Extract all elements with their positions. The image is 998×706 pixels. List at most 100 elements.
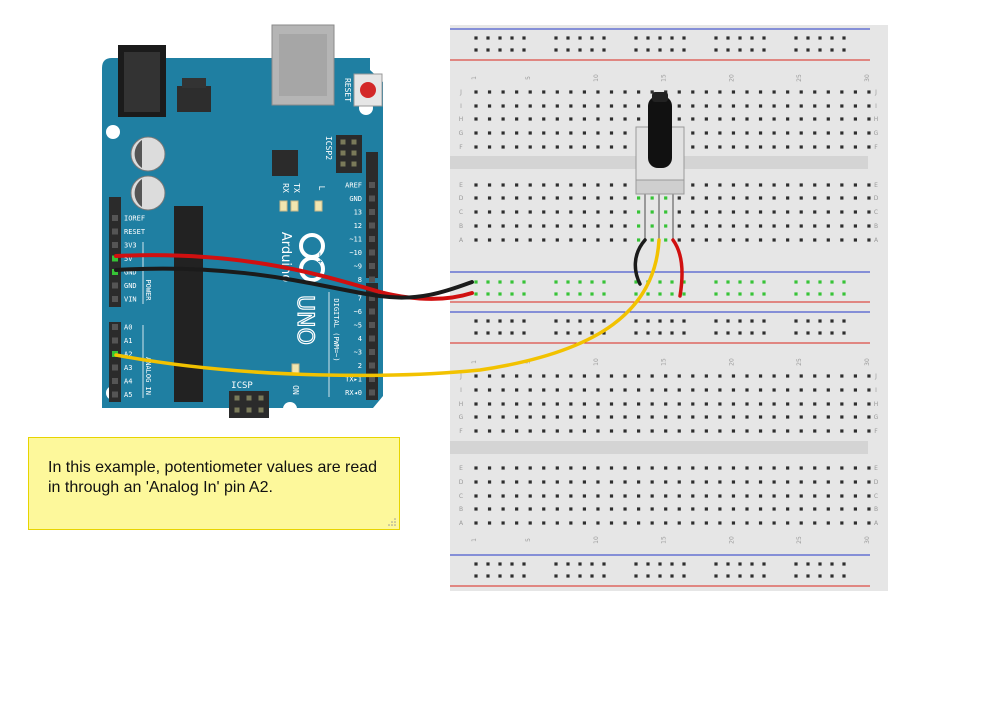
rail-hole[interactable] [682,562,686,566]
breadboard-hole[interactable] [677,521,681,525]
rail-hole[interactable] [818,36,822,40]
breadboard-hole[interactable] [691,183,695,187]
rail-hole[interactable] [522,36,526,40]
rail-hole[interactable] [726,574,730,578]
breadboard-hole[interactable] [650,521,654,525]
breadboard-hole[interactable] [623,196,627,200]
breadboard-hole[interactable] [569,374,573,378]
breadboard-hole[interactable] [758,131,763,135]
breadboard-hole[interactable] [596,104,600,108]
rail-hole[interactable] [670,292,674,296]
rail-hole[interactable] [750,562,754,566]
breadboard-hole[interactable] [623,402,627,406]
rail-hole[interactable] [682,36,686,40]
breadboard-hole[interactable] [813,224,817,228]
breadboard-hole[interactable] [853,224,857,228]
rail-hole[interactable] [750,292,754,296]
rail-hole[interactable] [590,331,594,335]
breadboard-hole[interactable] [555,183,559,187]
rail-hole[interactable] [658,331,662,335]
rail-hole[interactable] [806,319,810,323]
breadboard-hole[interactable] [691,494,695,498]
rail-hole[interactable] [486,331,490,335]
breadboard-hole[interactable] [772,374,776,378]
breadboard-hole[interactable] [582,117,586,121]
breadboard-hole[interactable] [501,521,505,525]
breadboard-hole[interactable] [867,131,871,135]
breadboard-hole[interactable] [799,238,803,242]
breadboard-hole[interactable] [813,117,817,121]
rail-hole[interactable] [578,36,582,40]
breadboard-hole[interactable] [799,402,803,406]
breadboard-hole[interactable] [691,521,695,525]
rail-hole[interactable] [670,574,674,578]
header-pin[interactable] [369,263,375,269]
breadboard-hole[interactable] [609,521,614,525]
breadboard-hole[interactable] [487,117,492,121]
breadboard-hole[interactable] [637,402,641,406]
breadboard-hole[interactable] [786,521,790,525]
breadboard-hole[interactable] [786,429,790,433]
breadboard-hole[interactable] [582,466,586,470]
breadboard-hole[interactable] [474,480,478,484]
icsp-pin[interactable] [246,395,252,401]
breadboard-hole[interactable] [758,480,763,484]
breadboard-hole[interactable] [867,104,871,108]
breadboard-hole[interactable] [528,196,532,200]
breadboard-hole[interactable] [867,429,871,433]
breadboard-hole[interactable] [758,90,763,94]
breadboard-hole[interactable] [758,494,763,498]
breadboard-hole[interactable] [474,131,478,135]
rail-hole[interactable] [842,280,846,284]
breadboard-hole[interactable] [528,480,532,484]
rail-hole[interactable] [750,48,754,52]
breadboard-hole[interactable] [487,466,492,470]
rail-hole[interactable] [738,36,742,40]
breadboard-hole[interactable] [772,480,776,484]
rail-hole[interactable] [578,574,582,578]
breadboard-hole[interactable] [772,224,776,228]
rail-hole[interactable] [750,280,754,284]
header-pin[interactable] [112,215,118,221]
breadboard-hole[interactable] [772,507,776,511]
breadboard-hole[interactable] [637,429,641,433]
breadboard-hole[interactable] [609,117,614,121]
breadboard-hole[interactable] [501,415,505,419]
breadboard-hole[interactable] [515,131,519,135]
rail-hole[interactable] [818,319,822,323]
breadboard-hole[interactable] [582,429,586,433]
breadboard-hole[interactable] [474,374,478,378]
breadboard-hole[interactable] [786,104,790,108]
breadboard-hole[interactable] [691,507,695,511]
rail-hole[interactable] [566,319,570,323]
breadboard-hole[interactable] [718,210,722,214]
breadboard-hole[interactable] [528,90,532,94]
breadboard-hole[interactable] [677,429,681,433]
breadboard-hole[interactable] [799,210,803,214]
breadboard-hole[interactable] [582,104,586,108]
rail-hole[interactable] [658,562,662,566]
breadboard-hole[interactable] [515,480,519,484]
breadboard-hole[interactable] [487,374,492,378]
rail-hole[interactable] [682,319,686,323]
rail-hole[interactable] [498,292,502,296]
breadboard-hole[interactable] [867,117,871,121]
breadboard-hole[interactable] [758,224,763,228]
breadboard-hole[interactable] [501,210,505,214]
breadboard-hole[interactable] [555,466,559,470]
header-pin[interactable] [112,242,118,248]
breadboard-hole[interactable] [474,90,478,94]
header-pin[interactable] [112,269,118,275]
header-pin[interactable] [369,308,375,315]
breadboard-hole[interactable] [474,429,478,433]
breadboard-hole[interactable] [637,104,641,108]
breadboard-hole[interactable] [745,90,749,94]
breadboard-hole[interactable] [691,104,695,108]
rail-hole[interactable] [750,331,754,335]
rail-hole[interactable] [806,562,810,566]
breadboard-hole[interactable] [758,117,763,121]
rail-hole[interactable] [578,48,582,52]
breadboard-hole[interactable] [799,415,803,419]
breadboard-hole[interactable] [596,210,600,214]
breadboard-hole[interactable] [569,494,573,498]
